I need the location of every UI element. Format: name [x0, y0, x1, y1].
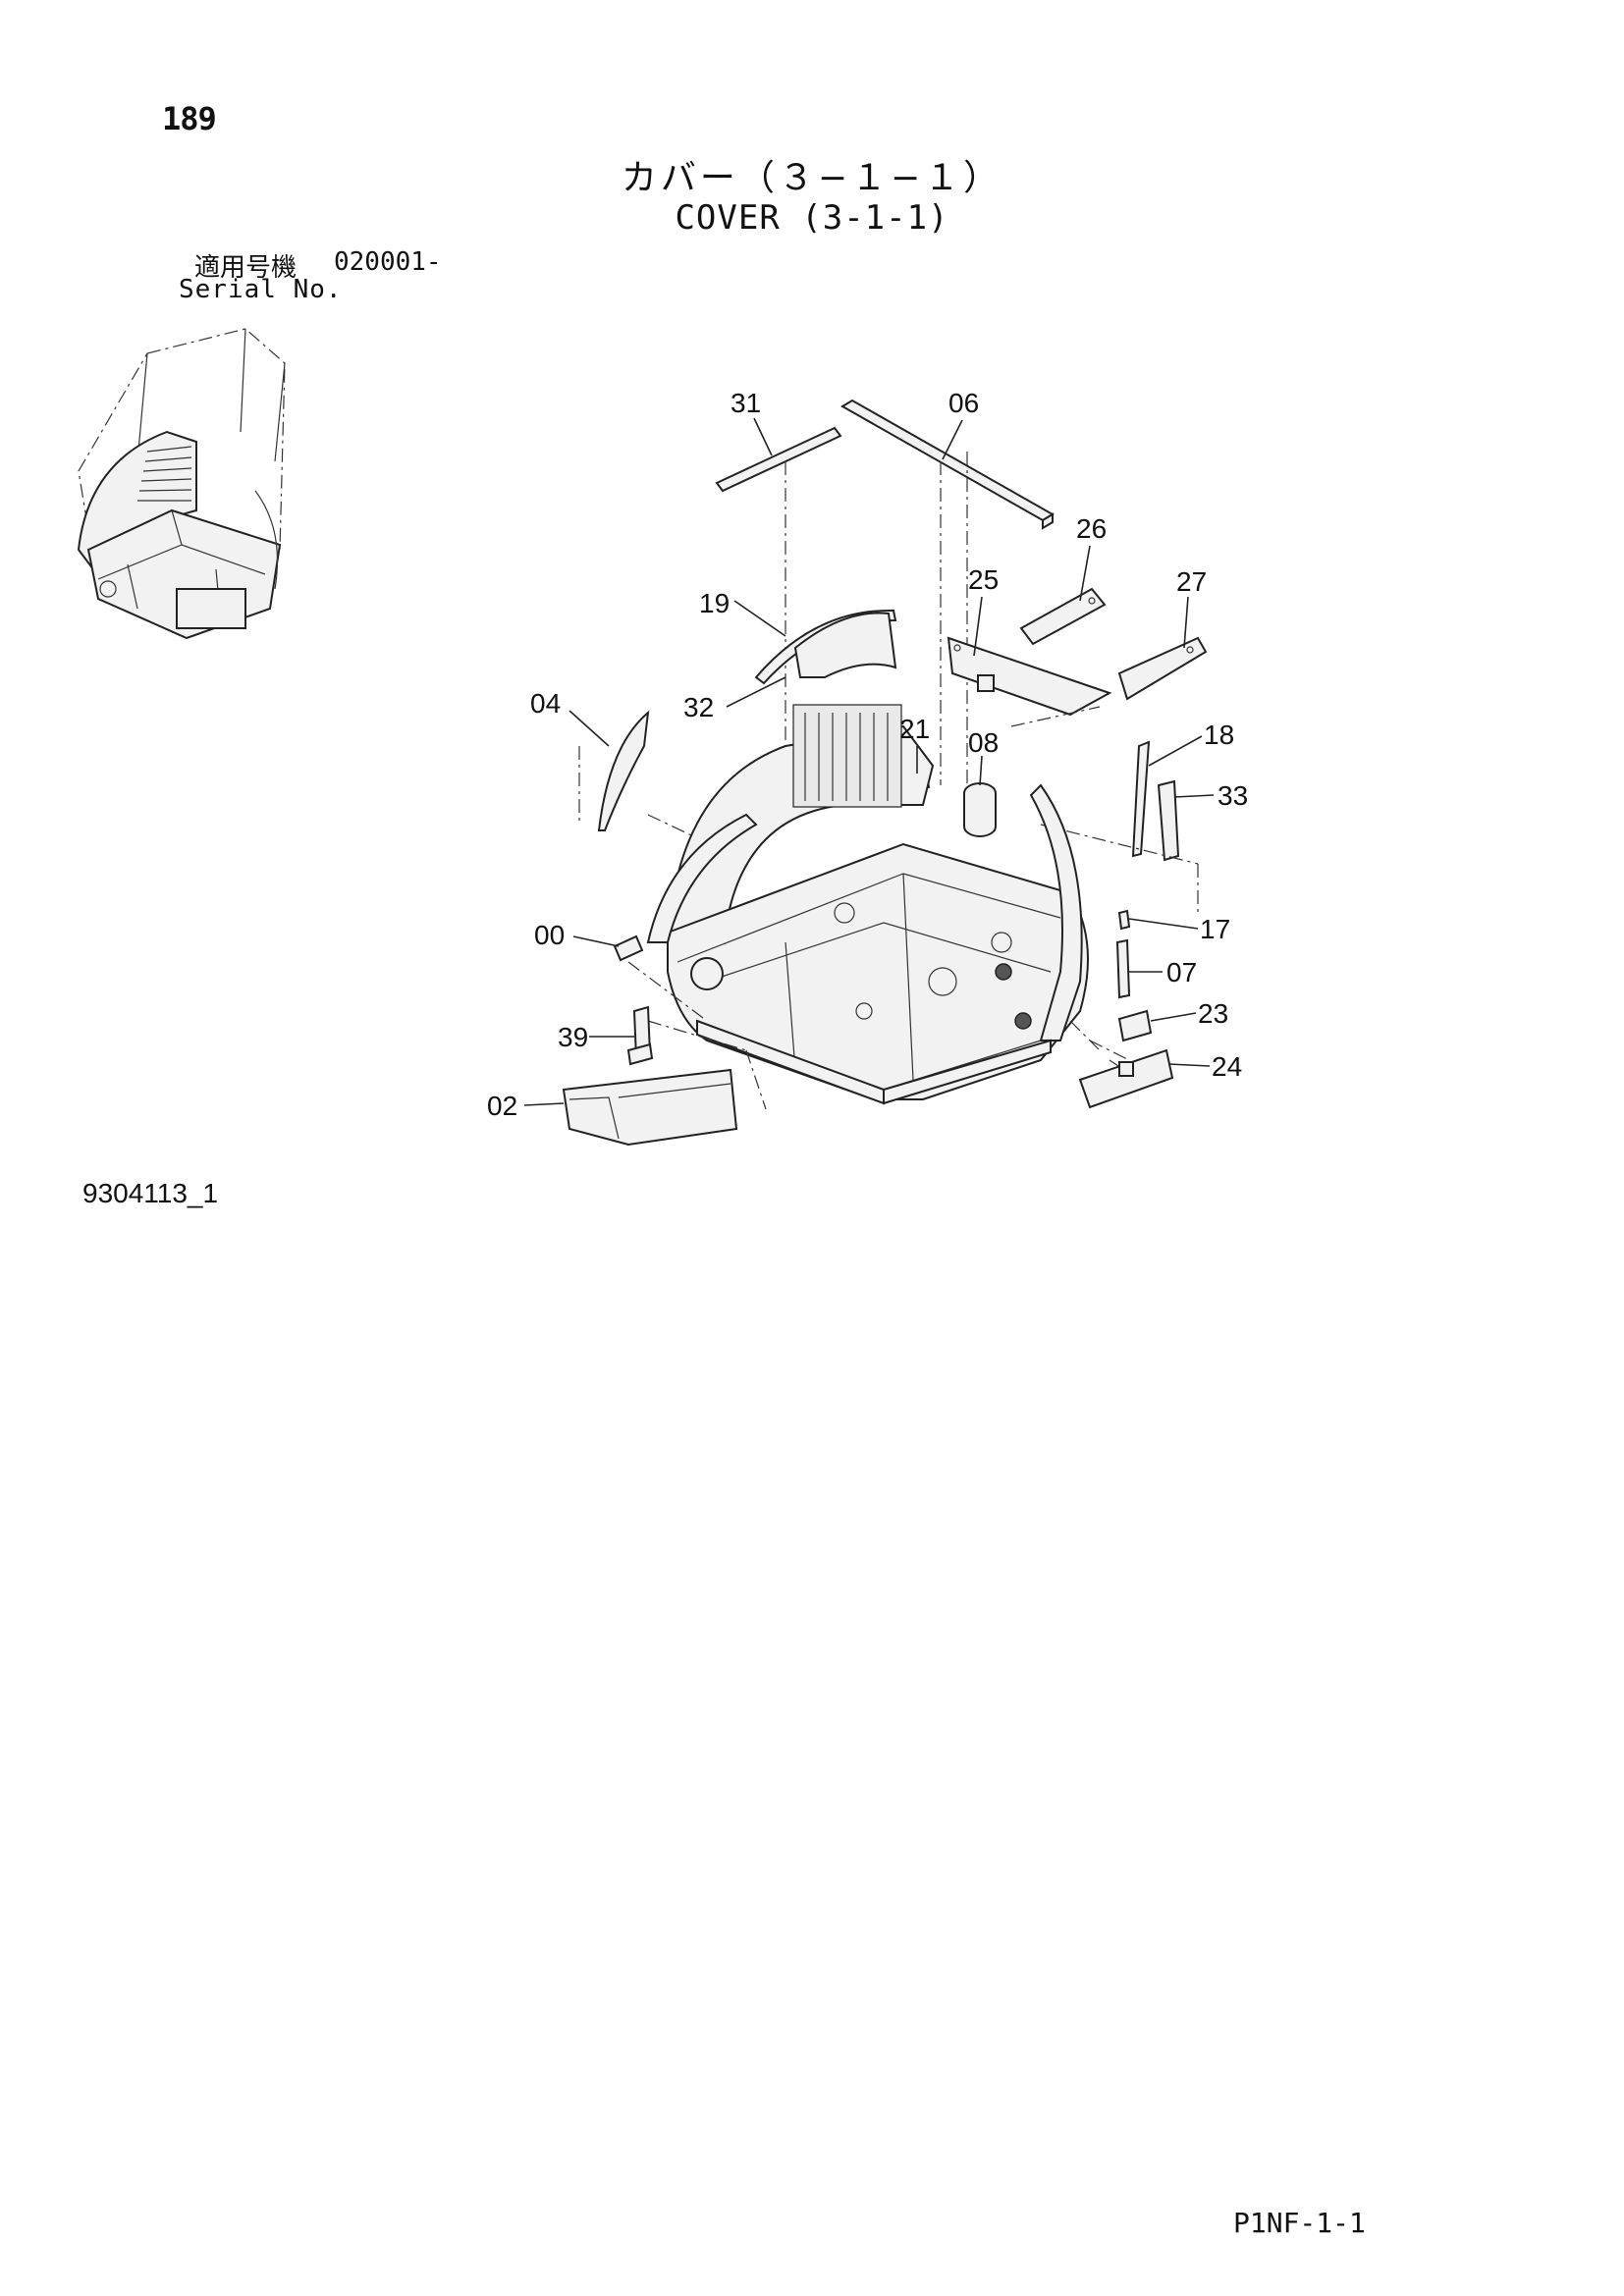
callout-07: 07	[1166, 957, 1197, 988]
callout-08: 08	[968, 727, 999, 758]
serial-label-japanese: 適用号機	[194, 253, 298, 283]
callout-26: 26	[1076, 513, 1107, 544]
callout-17: 17	[1200, 914, 1230, 944]
part-02-cover	[562, 1068, 738, 1147]
page-title-japanese: カバー（３−１−１）	[621, 158, 1003, 198]
callout-18: 18	[1204, 720, 1234, 750]
part-07-bar	[1115, 938, 1131, 999]
part-06-bar	[840, 399, 1055, 522]
part-04-side-panel	[597, 710, 650, 831]
callout-33: 33	[1218, 780, 1248, 811]
part-26-plate	[1019, 587, 1107, 646]
callout-31: 31	[731, 388, 761, 418]
callout-06: 06	[948, 388, 979, 418]
serial-label-english: Serial No.	[179, 275, 343, 304]
callout-labels: 31 06 26 25 27 19 32 04 21 08 18 33 00 1…	[487, 388, 1248, 1121]
callout-25: 25	[968, 564, 999, 595]
part-18-strip	[1131, 740, 1151, 858]
drawing-code: 9304113_1	[82, 1178, 219, 1208]
page-title-english: COVER (3-1-1)	[675, 198, 949, 238]
part-08-cylinder	[963, 782, 997, 837]
part-23-plate	[1117, 1009, 1153, 1042]
locator-thumbnail	[77, 328, 286, 640]
leader-lines	[523, 417, 1215, 1106]
page-code: P1NF-1-1	[1233, 2207, 1366, 2239]
page-number: 189	[162, 100, 217, 137]
callout-04: 04	[530, 688, 561, 719]
part-31-strip	[715, 426, 842, 493]
part-00-bracket	[613, 934, 644, 962]
exploded-view	[562, 399, 1208, 1147]
grille-louvers	[792, 704, 902, 808]
callout-21: 21	[899, 714, 930, 744]
callout-27: 27	[1176, 566, 1207, 597]
serial-number-value: 020001-	[334, 247, 442, 277]
part-25-plate	[947, 636, 1112, 717]
part-27-plate	[1117, 636, 1208, 701]
callout-00: 00	[534, 920, 565, 950]
callout-32: 32	[683, 692, 714, 722]
callout-23: 23	[1198, 998, 1228, 1029]
callout-24: 24	[1212, 1051, 1242, 1082]
part-33-block	[1157, 779, 1180, 862]
callout-39: 39	[558, 1022, 588, 1052]
callout-02: 02	[487, 1091, 517, 1121]
part-24-plate	[1078, 1048, 1174, 1109]
part-32-curved-panel	[793, 612, 897, 678]
callout-19: 19	[699, 588, 730, 618]
part-17-strip	[1117, 909, 1131, 931]
